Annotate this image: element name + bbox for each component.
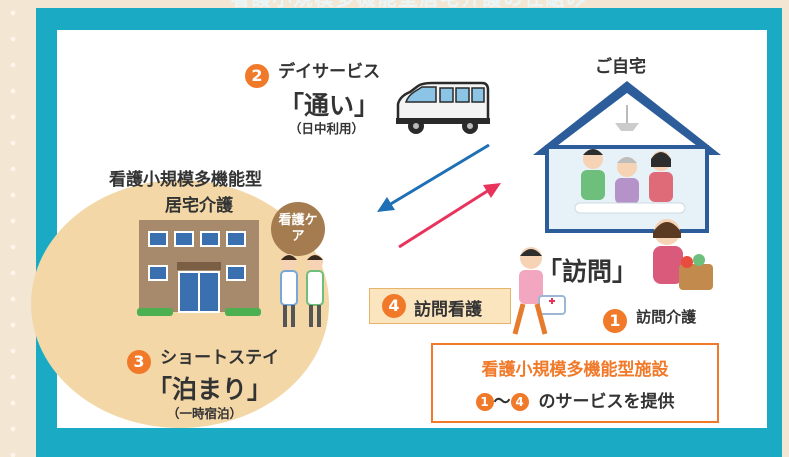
nursing-care-badge: 看護ケア xyxy=(271,202,325,256)
short-stay-sub: （一時宿泊） xyxy=(167,406,243,421)
diagram-panel: 2 デイサービス 「通い」 （日中利用） ご自宅 xyxy=(31,30,767,428)
day-service-label: 2 デイサービス xyxy=(245,57,380,88)
nurse-icon xyxy=(512,247,566,335)
van-icon xyxy=(396,81,490,134)
facility-title-line2: 居宅介護 xyxy=(165,196,233,216)
house-icon xyxy=(533,81,721,233)
service-info-box: 看護小規模多機能型施設 1〜4 のサービスを提供 xyxy=(431,343,719,423)
visit-nursing-number: 4 xyxy=(382,294,406,318)
short-stay-label: 3 ショートステイ xyxy=(127,343,279,374)
info-box-line2-row: 1〜4 のサービスを提供 xyxy=(433,387,717,412)
info-box-end-number: 4 xyxy=(510,393,529,411)
flow-arrows xyxy=(377,143,501,249)
facility-title-line1: 看護小規模多機能型 xyxy=(109,170,262,190)
short-stay-big: 「泊まり」 xyxy=(147,375,273,404)
short-stay-number: 3 xyxy=(127,350,151,374)
visit-care-label: 1 訪問介護 xyxy=(603,306,696,333)
day-service-number: 2 xyxy=(245,64,269,88)
info-box-start-number: 1 xyxy=(475,393,494,411)
visit-big: 「訪問」 xyxy=(537,257,638,286)
info-box-tilde: 〜 xyxy=(493,392,511,412)
day-service-big: 「通い」 xyxy=(279,91,380,120)
visit-care-text: 訪問介護 xyxy=(636,308,697,326)
visit-nursing-box: 4 訪問看護 xyxy=(369,288,511,324)
day-service-sub: （日中利用） xyxy=(289,121,365,136)
caregiver-icon xyxy=(653,219,713,290)
visit-nursing-label: 訪問看護 xyxy=(414,300,482,320)
home-label: ご自宅 xyxy=(595,57,646,77)
facility-staff-icon xyxy=(280,254,324,327)
info-box-line1: 看護小規模多機能型施設 xyxy=(481,360,669,380)
top-heading: 看護小規模多機能型居宅介護の仕組み xyxy=(36,0,782,8)
family-icon xyxy=(574,149,686,214)
info-box-line2: のサービスを提供 xyxy=(538,392,675,412)
visit-care-number: 1 xyxy=(603,309,627,333)
building-icon xyxy=(137,220,261,316)
day-service-title: デイサービス xyxy=(278,62,381,82)
short-stay-title: ショートステイ xyxy=(160,348,280,368)
